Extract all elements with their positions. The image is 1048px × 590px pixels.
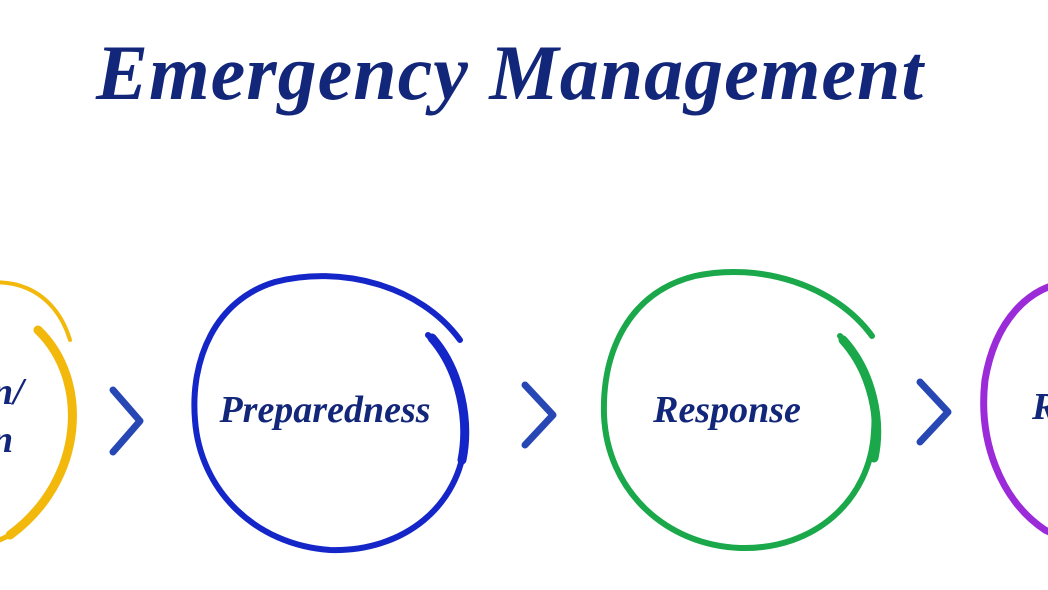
chevron-right-icon xyxy=(109,386,144,456)
stage-circle-mitigation xyxy=(0,280,77,543)
chevron-right-icon xyxy=(916,378,952,446)
stage-label-mitigation-line-1: n/ xyxy=(0,371,24,413)
stage-circle-preparedness xyxy=(191,273,470,554)
stage-label-mitigation: n/ n xyxy=(0,368,24,464)
chevron-right-icon xyxy=(521,381,557,449)
stage-label-response: Response xyxy=(653,389,801,431)
stage-circle-response xyxy=(600,268,882,552)
stage-circle-recovery xyxy=(980,283,1048,536)
page-title: Emergency Management xyxy=(95,29,925,116)
stage-label-mitigation-line-2: n xyxy=(0,416,24,464)
stage-label-recovery: R xyxy=(1032,385,1048,429)
stage-label-preparedness: Preparedness xyxy=(219,389,431,431)
